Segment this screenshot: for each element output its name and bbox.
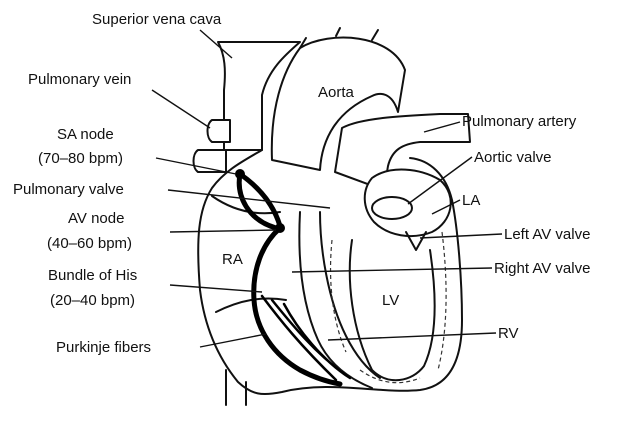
label-av-node-rate: (40–60 bpm) [47,235,132,252]
label-left-av-valve: Left AV valve [504,226,590,243]
left-ventricle-wall [350,240,435,380]
label-av-node: AV node [68,210,124,227]
label-aortic-valve: Aortic valve [474,149,552,166]
label-rv: RV [498,325,519,342]
purkinje-fibers-path [262,296,350,380]
conduction-system [235,169,350,384]
label-sa-node-rate: (70–80 bpm) [38,150,123,167]
leader-left-av-valve [420,234,502,238]
label-pulmonary-artery: Pulmonary artery [462,113,577,130]
left-atrium-chamber [365,170,451,237]
label-right-av-valve: Right AV valve [494,260,590,277]
label-sa-node: SA node [57,126,114,143]
label-la: LA [462,192,480,209]
pulmonary-vein-vessel [208,120,231,142]
label-ra: RA [222,251,243,268]
label-pulmonary-valve: Pulmonary valve [13,181,124,198]
label-pulmonary-vein: Pulmonary vein [28,71,131,88]
label-bundle-of-his: Bundle of His [48,267,137,284]
leader-right-av-valve [292,268,492,272]
inferior-vena-cava-vessel [226,370,246,405]
label-aorta: Aorta [318,84,355,101]
septum-inner-wall [320,212,380,378]
label-purkinje-fibers: Purkinje fibers [56,339,151,356]
label-bundle-of-his-rate: (20–40 bpm) [50,292,135,309]
leader-pulmonary-vein [152,90,210,128]
leader-bundle-of-his [170,285,262,292]
leader-rv [328,333,496,340]
leader-purkinje-fibers [200,334,266,347]
leader-pulmonary-valve [168,190,330,208]
label-superior-vena-cava: Superior vena cava [92,11,222,28]
label-lv: LV [382,292,399,309]
leader-av-node [170,230,276,232]
